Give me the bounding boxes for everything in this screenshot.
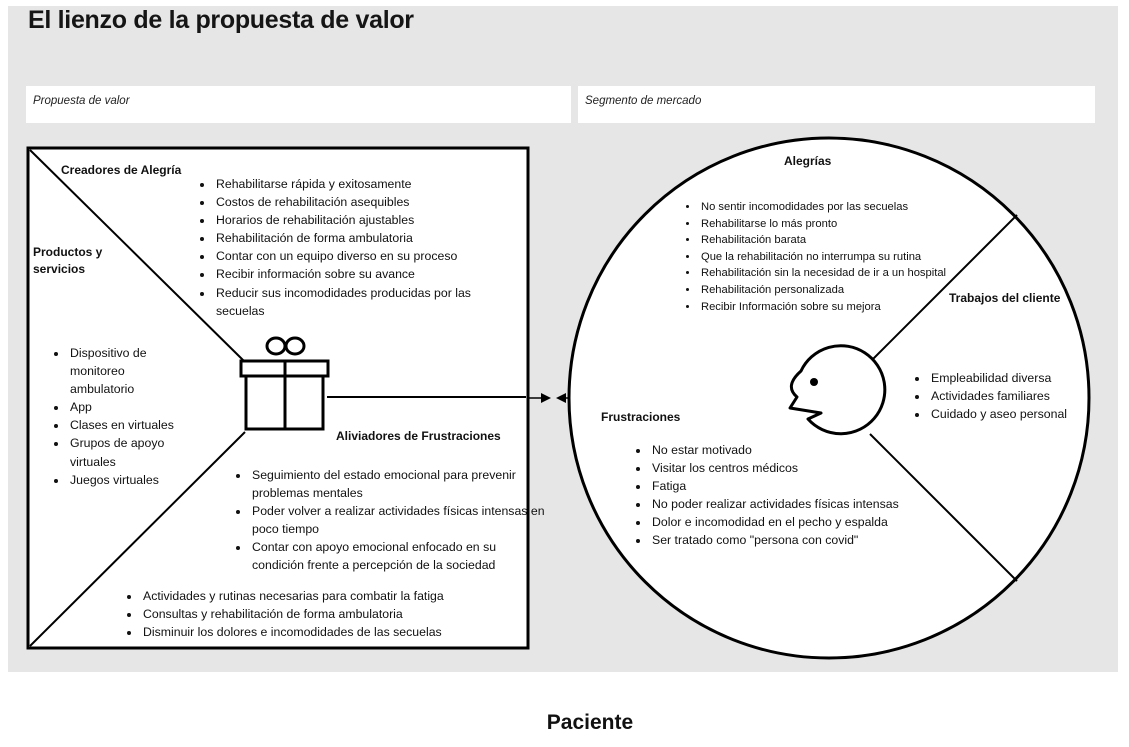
value-proposition-label: Propuesta de valor <box>33 95 130 107</box>
gain-creator-item: Costos de rehabilitación asequibles <box>214 193 514 211</box>
product-item: Grupos de apoyo virtuales <box>68 434 188 470</box>
value-proposition-bar: Propuesta de valor <box>26 86 571 123</box>
page-title: El lienzo de la propuesta de valor <box>28 6 414 34</box>
pain-relievers-extra-list: Actividades y rutinas necesarias para co… <box>123 587 531 641</box>
pain-reliever-item: Seguimiento del estado emocional para pr… <box>250 466 545 502</box>
pain-reliever-item: Disminuir los dolores e incomodidades de… <box>141 623 531 641</box>
market-segment-label: Segmento de mercado <box>585 95 702 107</box>
gain-creator-item: Rehabilitación de forma ambulatoria <box>214 229 514 247</box>
value-map-divider-bottom <box>29 431 246 647</box>
gain-creator-item: Recibir información sobre su avance <box>214 265 514 283</box>
gains-title: Alegrías <box>784 154 832 168</box>
pain-item: Fatiga <box>650 477 960 495</box>
gain-creator-item: Contar con un equipo diverso en su proce… <box>214 247 514 265</box>
gain-creator-item: Reducir sus incomodidades producidas por… <box>214 284 514 320</box>
pain-item: Ser tratado como "persona con covid" <box>650 531 960 549</box>
product-item: Juegos virtuales <box>68 471 188 489</box>
pain-item: Visitar los centros médicos <box>650 459 960 477</box>
customer-face-icon <box>788 344 887 436</box>
customer-job-item: Empleabilidad diversa <box>929 369 1099 387</box>
gain-item: Rehabilitación sin la necesidad de ir a … <box>699 265 964 282</box>
gift-icon <box>239 336 330 431</box>
gain-item: Rehabilitarse lo más pronto <box>699 216 964 233</box>
profile-divider-bottom <box>869 433 1018 582</box>
pain-reliever-item: Actividades y rutinas necesarias para co… <box>141 587 531 605</box>
gain-item: No sentir incomodidades por las secuelas <box>699 199 964 216</box>
customer-jobs-list: Empleabilidad diversa Actividades famili… <box>911 369 1099 423</box>
pain-relievers-title: Aliviadores de Frustraciones <box>336 429 501 443</box>
profile-divider-top <box>869 214 1018 363</box>
gains-list: No sentir incomodidades por las secuelas… <box>681 199 964 315</box>
customer-job-item: Actividades familiares <box>929 387 1099 405</box>
gain-creator-item: Horarios de rehabilitación ajustables <box>214 211 514 229</box>
product-item: Clases en virtuales <box>68 416 188 434</box>
pain-reliever-item: Consultas y rehabilitación de forma ambu… <box>141 605 531 623</box>
pains-title: Frustraciones <box>601 410 681 424</box>
pain-reliever-item: Contar con apoyo emocional enfocado en s… <box>250 538 545 574</box>
segment-caption: Paciente <box>546 711 634 734</box>
gain-creator-item: Rehabilitarse rápida y exitosamente <box>214 175 514 193</box>
value-map-divider-top <box>29 149 246 363</box>
customer-jobs-title: Trabajos del cliente <box>949 291 1061 305</box>
pain-item: Dolor e incomodidad en el pecho y espald… <box>650 513 960 531</box>
product-item: App <box>68 398 188 416</box>
fit-arrow-head-right <box>541 393 551 403</box>
customer-job-item: Cuidado y aseo personal <box>929 405 1099 423</box>
market-segment-bar: Segmento de mercado <box>578 86 1095 123</box>
product-item: Dispositivo de monitoreo ambulatorio <box>68 344 188 398</box>
gain-creators-list: Rehabilitarse rápida y exitosamente Cost… <box>196 175 514 320</box>
gain-item: Que la rehabilitación no interrumpa su r… <box>699 249 964 266</box>
gain-item: Rehabilitación barata <box>699 232 964 249</box>
pain-reliever-item: Poder volver a realizar actividades físi… <box>250 502 545 538</box>
products-services-list: Dispositivo de monitoreo ambulatorio App… <box>50 344 188 489</box>
pain-relievers-list: Seguimiento del estado emocional para pr… <box>232 466 545 575</box>
products-services-title: Productos y servicios <box>33 245 103 276</box>
fit-arrow-head-left <box>556 393 566 403</box>
gain-creators-title: Creadores de Alegría <box>61 163 182 177</box>
pain-item: No estar motivado <box>650 441 960 459</box>
pains-list: No estar motivado Visitar los centros mé… <box>632 441 960 550</box>
gain-item: Rehabilitación personalizada <box>699 282 964 299</box>
gain-item: Recibir Información sobre su mejora <box>699 299 964 316</box>
pain-item: No poder realizar actividades físicas in… <box>650 495 960 513</box>
